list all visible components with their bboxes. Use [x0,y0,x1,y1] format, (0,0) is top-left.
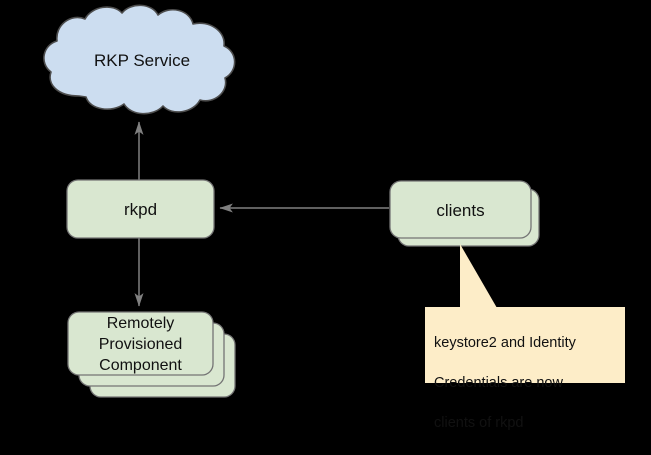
node-rpc-stack[interactable] [67,311,236,398]
callout-note[interactable] [425,244,625,383]
node-rkpd[interactable] [66,179,215,239]
node-clients-stack[interactable] [389,180,540,247]
node-rkp-service-cloud[interactable] [43,4,236,115]
